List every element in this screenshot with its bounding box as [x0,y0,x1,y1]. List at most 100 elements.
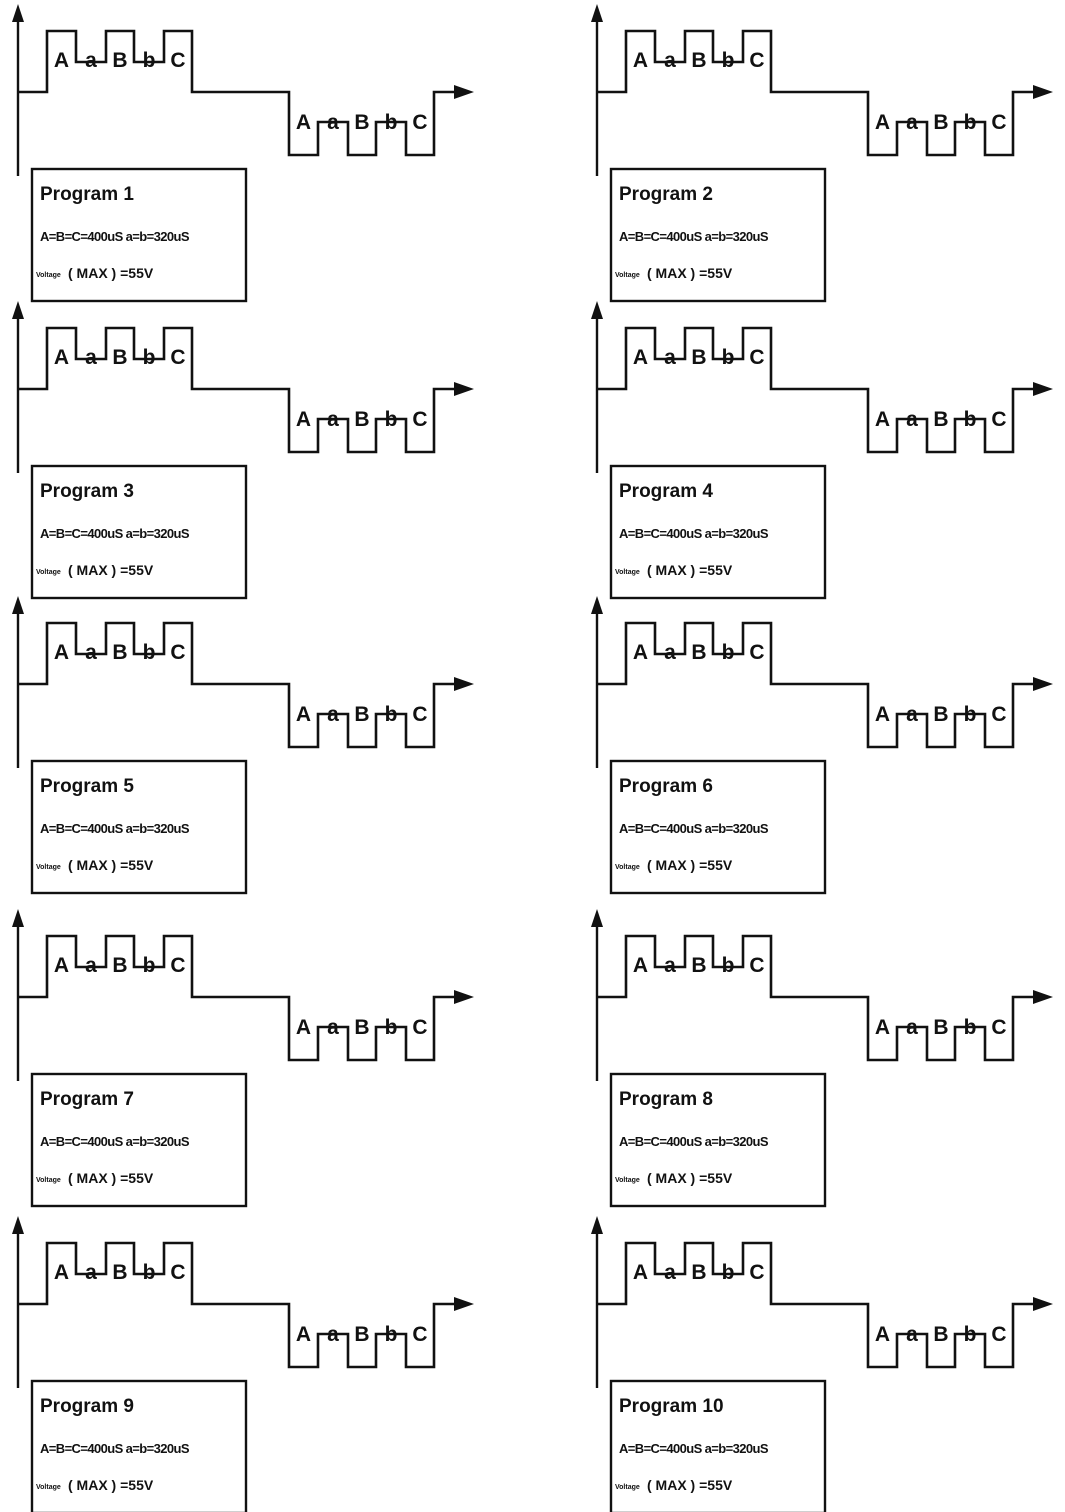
program-info-box [30,464,248,600]
segment-label-positive: a [85,954,97,977]
x-axis-arrow-icon [1033,677,1053,691]
program-params: A=B=C=400uS a=b=320uS [40,1134,190,1149]
segment-label-positive: C [170,346,185,369]
segment-label-positive: a [85,346,97,369]
y-axis-arrow-icon [591,596,603,614]
voltage-label: Voltage [36,1177,61,1184]
segment-label-negative: B [354,1016,369,1039]
segment-label-negative: b [385,408,398,431]
segment-label-positive: C [749,954,764,977]
segment-label-negative: B [354,1323,369,1346]
program-params: A=B=C=400uS a=b=320uS [619,821,769,836]
pulse-waveform [18,621,460,749]
segment-label-negative: C [412,111,427,134]
segment-label-negative: b [964,1016,977,1039]
program-title: Program 10 [619,1396,724,1417]
segment-label-positive: b [143,641,156,664]
voltage-label: Voltage [36,569,61,576]
pulse-waveform [597,1241,1039,1369]
segment-label-negative: b [964,111,977,134]
program-info-box [609,759,827,895]
pulse-waveform [18,326,460,454]
segment-label-positive: b [722,641,735,664]
pulse-waveform [18,1241,460,1369]
pulse-waveform [597,29,1039,157]
voltage-value: ( MAX ) =55V [68,1477,154,1493]
voltage-label: Voltage [615,1484,640,1491]
segment-label-negative: b [964,1323,977,1346]
segment-label-negative: B [933,111,948,134]
segment-label-negative: C [412,408,427,431]
segment-label-negative: A [875,1323,890,1346]
voltage-value: ( MAX ) =55V [647,265,733,281]
segment-label-negative: A [875,703,890,726]
x-axis-arrow-icon [454,382,474,396]
segment-label-positive: C [170,1261,185,1284]
voltage-value: ( MAX ) =55V [647,1170,733,1186]
segment-label-negative: b [385,1323,398,1346]
program-info-box [609,167,827,303]
y-axis-arrow-icon [12,4,24,22]
segment-label-positive: C [170,954,185,977]
segment-label-negative: A [875,111,890,134]
segment-label-negative: C [991,703,1006,726]
voltage-value: ( MAX ) =55V [647,562,733,578]
segment-label-negative: B [933,408,948,431]
segment-label-positive: A [54,641,69,664]
segment-label-negative: a [906,408,918,431]
segment-label-negative: C [412,1016,427,1039]
segment-label-positive: C [749,49,764,72]
y-axis-arrow-icon [591,301,603,319]
program-params: A=B=C=400uS a=b=320uS [40,229,190,244]
voltage-value: ( MAX ) =55V [647,1477,733,1493]
segment-label-negative: C [412,1323,427,1346]
segment-label-positive: a [664,49,676,72]
segment-label-positive: b [722,49,735,72]
program-info-box [609,1072,827,1208]
voltage-value: ( MAX ) =55V [68,857,154,873]
segment-label-positive: a [664,641,676,664]
segment-label-negative: A [296,1016,311,1039]
segment-label-positive: b [722,954,735,977]
segment-label-negative: A [296,1323,311,1346]
segment-label-positive: C [170,641,185,664]
x-axis-arrow-icon [454,85,474,99]
segment-label-negative: A [875,1016,890,1039]
program-info-box [30,759,248,895]
voltage-label: Voltage [36,1484,61,1491]
segment-label-positive: B [691,49,706,72]
segment-label-positive: b [722,346,735,369]
segment-label-negative: B [933,1323,948,1346]
segment-label-negative: a [906,1016,918,1039]
segment-label-positive: B [112,49,127,72]
program-info-box [30,167,248,303]
y-axis-arrow-icon [591,4,603,22]
segment-label-negative: b [385,703,398,726]
x-axis-arrow-icon [1033,85,1053,99]
segment-label-positive: B [112,954,127,977]
segment-label-positive: A [633,346,648,369]
y-axis-arrow-icon [12,909,24,927]
voltage-label: Voltage [615,1177,640,1184]
x-axis-arrow-icon [1033,990,1053,1004]
segment-label-negative: b [964,703,977,726]
segment-label-negative: a [906,703,918,726]
program-title: Program 9 [40,1396,134,1417]
program-params: A=B=C=400uS a=b=320uS [40,821,190,836]
segment-label-positive: B [691,1261,706,1284]
segment-label-negative: b [385,111,398,134]
voltage-label: Voltage [615,272,640,279]
segment-label-positive: A [54,49,69,72]
segment-label-negative: A [296,408,311,431]
segment-label-positive: b [143,954,156,977]
segment-label-negative: B [354,703,369,726]
